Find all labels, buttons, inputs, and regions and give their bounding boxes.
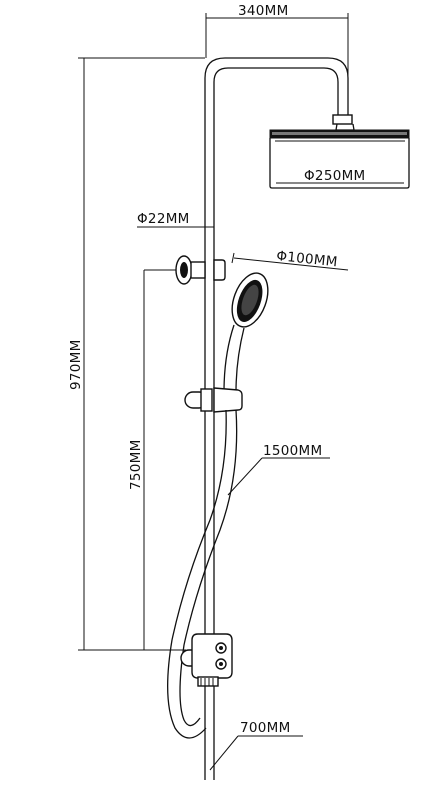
label-bracket-height: 750MM	[128, 439, 144, 490]
label-340mm: 340MM	[238, 3, 289, 19]
label-bottom-length: 700MM	[240, 720, 291, 736]
overhead-shower-head: Φ250MM	[269, 114, 410, 189]
slider-holder	[184, 387, 243, 413]
dimension-bottom-length: 700MM	[209, 720, 303, 771]
hose	[167, 409, 238, 739]
label-pipe-diameter: Φ22MM	[137, 211, 190, 227]
hand-shower	[223, 272, 269, 393]
dimension-pipe-diameter: Φ22MM	[137, 211, 215, 232]
label-hose-length: 1500MM	[263, 443, 322, 459]
dimension-hose-length: 1500MM	[227, 443, 330, 496]
riser-pipe	[204, 57, 349, 780]
dimension-bracket-height: 750MM	[128, 270, 145, 650]
diverter-valve	[180, 633, 233, 687]
label-total-height: 970MM	[68, 339, 84, 390]
label-head-diameter: Φ250MM	[304, 168, 366, 184]
label-hand-shower-diameter: Φ100MM	[276, 248, 339, 270]
dimension-340: 340MM	[205, 3, 349, 100]
dimension-hand-shower-diameter: Φ100MM	[231, 248, 349, 271]
dimension-total-height: 970MM	[68, 57, 205, 651]
wall-bracket-upper	[144, 255, 226, 285]
